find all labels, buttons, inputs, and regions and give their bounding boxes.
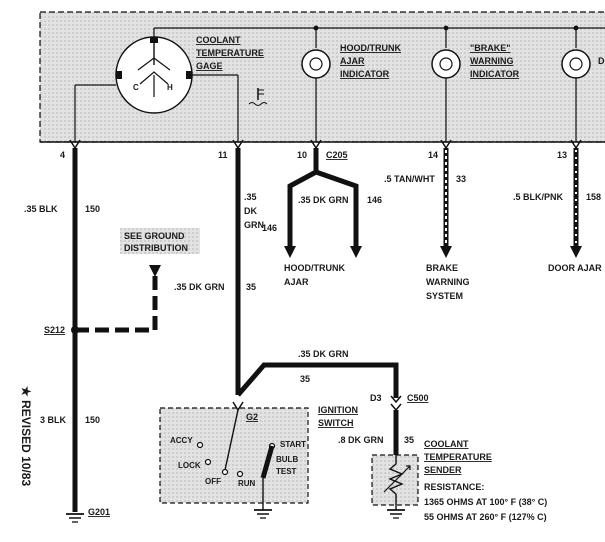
wire-146-dk-grn <box>284 148 362 258</box>
c500-connector <box>390 395 402 455</box>
wire-33-tan-wht <box>440 148 452 258</box>
pin-11: 11 <box>218 150 228 160</box>
coolant-gage-symbol: C H <box>115 36 193 114</box>
ignition-title-1: IGNITION <box>318 405 358 415</box>
wire-label-tan-wht: .5 TAN/WHT <box>384 174 435 184</box>
circuit-35-c: 35 <box>404 435 414 445</box>
pin-10: 10 <box>297 150 307 160</box>
brake-indicator-label-1: "BRAKE" <box>470 43 511 53</box>
ignition-start: START <box>280 440 306 449</box>
ignition-lock: LOCK <box>178 461 201 470</box>
circuit-158: 158 <box>586 192 601 202</box>
sender-title-2: TEMPERATURE <box>424 452 492 462</box>
see-ground-label-1: SEE GROUND <box>124 231 185 241</box>
see-ground-label-2: DISTRIBUTION <box>124 243 188 253</box>
wire-35-dk-grn-gage <box>235 148 399 398</box>
circuit-33: 33 <box>456 174 466 184</box>
wire-158-blk-pnk <box>570 148 582 258</box>
wire-label-35-dk-grn-b: .35 DK GRN <box>298 349 349 359</box>
pin-14: 14 <box>428 150 438 160</box>
ignition-run: RUN <box>238 479 256 488</box>
wire-label-35-dk-grn: .35 DK GRN <box>174 282 225 292</box>
wire-label-dk-grn-3: GRN <box>244 220 264 230</box>
circuit-35-b: 35 <box>300 374 310 384</box>
circuit-146-right: 146 <box>367 195 382 205</box>
sender-line-1: 1365 OHMS AT 100° F (38° C) <box>424 497 547 507</box>
hood-trunk-bulb <box>301 28 331 142</box>
wire-label-blk-pnk: .5 BLK/PNK <box>513 192 564 202</box>
hood-ajar-label-1: HOOD/TRUNK <box>284 263 345 273</box>
circuit-146-left: 146 <box>262 223 277 233</box>
ignition-switch <box>159 401 309 519</box>
sender-title-1: COOLANT <box>424 439 469 449</box>
brake-warning-bulb <box>431 28 461 142</box>
ignition-title-2: SWITCH <box>318 418 354 428</box>
circuit-35-a: 35 <box>246 282 256 292</box>
coolant-sender-symbol <box>371 454 419 519</box>
coolant-gage-label-3: GAGE <box>196 61 223 71</box>
connector-d3: D3 <box>370 393 382 403</box>
hood-indicator-label-1: HOOD/TRUNK <box>340 43 401 53</box>
pin-4: 4 <box>60 150 65 160</box>
brake-indicator-label-3: INDICATOR <box>470 69 520 79</box>
ignition-off: OFF <box>205 477 221 486</box>
hood-indicator-label-3: INDICATOR <box>340 69 390 79</box>
circuit-150-upper: 150 <box>85 204 100 214</box>
ignition-bulb: BULB <box>276 455 298 464</box>
thermometer-icon <box>248 88 268 106</box>
ignition-test: TEST <box>276 467 297 476</box>
ground-g201-symbol <box>66 513 84 523</box>
hood-ajar-label-2: AJAR <box>284 277 309 287</box>
ignition-pin-g2: G2 <box>246 412 258 422</box>
splice-label-s212: S212 <box>44 325 65 335</box>
sender-title-3: SENDER <box>424 465 462 475</box>
see-ground-box <box>120 228 200 254</box>
door-ajar-bulb <box>561 28 591 142</box>
brake-indicator-label-2: WARNING <box>470 56 514 66</box>
door-ajar-label: DOOR AJAR <box>548 263 602 273</box>
wire-label-dk-grn-1: .35 <box>244 192 257 202</box>
wire-label-35-blk: .35 BLK <box>24 204 58 214</box>
sender-line-2: 55 OHMS AT 260° F (127% C) <box>424 512 547 522</box>
connector-c205: C205 <box>326 150 348 160</box>
gage-c-label: C <box>133 83 139 92</box>
ground-label-g201: G201 <box>88 507 110 517</box>
gage-h-label: H <box>167 83 173 92</box>
hood-indicator-label-2: AJAR <box>340 56 365 66</box>
brake-system-label-3: SYSTEM <box>426 291 463 301</box>
coolant-gage-label-1: COOLANT <box>196 35 241 45</box>
wire-label-dk-grn-2: DK <box>244 206 257 216</box>
brake-system-label-2: WARNING <box>426 277 470 287</box>
revision-note: ★ REVISED 10/83 <box>19 386 33 486</box>
sender-resistance: RESISTANCE: <box>424 482 484 492</box>
splice-s212 <box>71 265 161 334</box>
wire-label-8-dk-grn: .8 DK GRN <box>338 435 384 445</box>
wire-label-35-dk-grn-146: .35 DK GRN <box>298 195 349 205</box>
ignition-accy: ACCY <box>170 436 193 445</box>
coolant-gage-label-2: TEMPERATURE <box>196 48 264 58</box>
pin-13: 13 <box>557 150 567 160</box>
wire-label-3-blk: 3 BLK <box>40 415 67 425</box>
door-indicator-label-partial: D <box>598 56 605 66</box>
brake-system-label-1: BRAKE <box>426 263 458 273</box>
connector-c500: C500 <box>407 393 429 403</box>
circuit-150-lower: 150 <box>85 415 100 425</box>
